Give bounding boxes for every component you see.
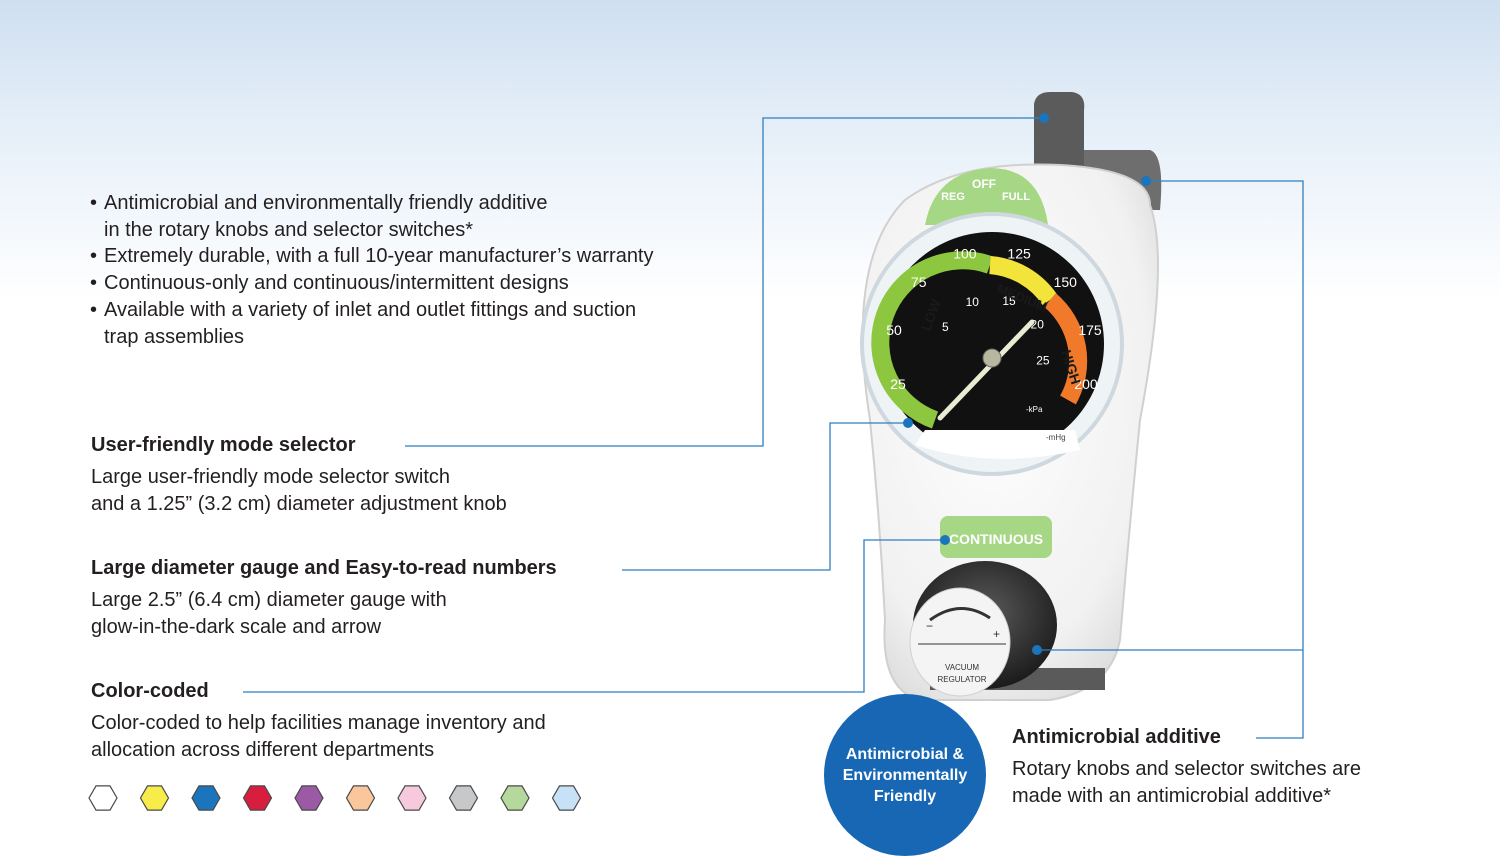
badge-line: Antimicrobial & — [845, 745, 965, 763]
color-swatch-hexagon — [345, 785, 376, 811]
selector-off-label: OFF — [972, 177, 996, 191]
feature-title: User-friendly mode selector — [91, 434, 356, 456]
knob-label-line1: VACUUM — [945, 663, 979, 672]
feature-title: Large diameter gauge and Easy-to-read nu… — [91, 557, 557, 579]
callout-dot — [1141, 176, 1151, 186]
color-swatch-hexagon — [88, 785, 118, 811]
gauge-outer-tick-label: 75 — [911, 274, 927, 290]
bullet-item: •Antimicrobial and environmentally frien… — [90, 192, 548, 214]
gauge-inner-tick-label: 25 — [1036, 354, 1050, 368]
knob-plus-label: + — [993, 627, 1000, 641]
color-swatches — [88, 785, 582, 811]
feature-description: Color-coded to help facilities manage in… — [91, 712, 546, 761]
gauge-outer-tick-label: 100 — [953, 246, 977, 262]
unit-mmhg-label: -mHg — [1046, 433, 1066, 442]
feature-title: Antimicrobial additive — [1012, 726, 1221, 748]
selector-reg-label: REG — [941, 191, 965, 203]
bullet-item: •Extremely durable, with a full 10-year … — [90, 245, 654, 268]
gauge-outer-tick-label: 175 — [1078, 322, 1102, 338]
gauge-window — [915, 430, 1080, 459]
callout-line-antimicrobial — [1146, 180, 1304, 739]
color-swatch-hexagon — [551, 785, 582, 811]
gauge-inner-tick-label: 15 — [1002, 294, 1016, 308]
callout-dot — [903, 418, 913, 428]
gauge-outer-tick-label: 125 — [1007, 246, 1031, 262]
vacuum-regulator-device: OFF REG FULL 25 50 75 100 125 150 175 200 5 10 15… — [860, 92, 1162, 701]
feature-title: Color-coded — [91, 680, 209, 702]
gauge-outer-tick-label: 150 — [1054, 274, 1078, 290]
callout-line-color-coded — [243, 539, 945, 693]
knob-minus-label: − — [926, 619, 933, 633]
badge-line: Environmentally — [842, 766, 968, 784]
bullet-item-continuation: in the rotary knobs and selector switche… — [104, 218, 474, 241]
color-swatch-hexagon — [397, 785, 427, 811]
callout-lines — [243, 117, 1304, 739]
color-swatch-hexagon — [294, 785, 324, 811]
mode-plate — [940, 516, 1052, 558]
gauge-inner-tick-label: 10 — [966, 295, 980, 309]
callout-line-gauge — [622, 422, 908, 571]
gauge-inner-tick-label: 5 — [942, 320, 949, 334]
color-swatch-hexagon — [139, 785, 170, 811]
gauge-outer-tick-label: 25 — [890, 376, 906, 392]
mode-plate-label: CONTINUOUS — [949, 531, 1043, 547]
gauge-zone-low — [871, 251, 993, 429]
gauge-zone-high — [1043, 293, 1088, 405]
bullet-item: •Available with a variety of inlet and o… — [90, 298, 637, 321]
gauge-outer-scale: 25 50 75 100 125 150 175 200 — [886, 246, 1102, 393]
gauge-zone-medium — [988, 256, 1058, 306]
brand-swoosh-icon — [929, 607, 991, 622]
feature-antimicrobial: Antimicrobial additive Rotary knobs and … — [1012, 724, 1482, 809]
gauge-outer-tick-label: 50 — [886, 322, 902, 338]
mode-selector-switch[interactable] — [925, 168, 1048, 225]
color-swatch-hexagon — [500, 785, 530, 811]
callout-line-mode-selector — [405, 117, 1044, 447]
feature-description: Large user-friendly mode selector switch… — [91, 466, 507, 515]
bullet-item-continuation: trap assemblies — [104, 325, 245, 348]
color-swatch-hexagon — [448, 785, 479, 811]
knob-label-line2: REGULATOR — [937, 675, 986, 684]
badge-line: Friendly — [873, 787, 937, 805]
color-swatch-hexagon — [191, 785, 221, 811]
feature-bullet-list: •Antimicrobial and environmentally frien… — [90, 190, 730, 350]
needle-hub — [982, 348, 1002, 368]
feature-mode-selector: User-friendly mode selector Large user-f… — [91, 432, 691, 517]
gauge-outer-tick-label: 200 — [1074, 376, 1098, 392]
gauge-needle — [937, 319, 1035, 421]
bullet-item: •Continuous-only and continuous/intermit… — [90, 272, 569, 295]
antimicrobial-badge: Antimicrobial & Environmentally Friendly — [824, 694, 986, 856]
feature-gauge: Large diameter gauge and Easy-to-read nu… — [91, 555, 691, 640]
selector-full-label: FULL — [1002, 191, 1030, 203]
unit-kpa-label: -kPa — [1026, 405, 1043, 414]
color-swatch-hexagon — [242, 785, 273, 811]
callout-dots — [903, 113, 1151, 655]
callout-dot — [1032, 645, 1042, 655]
feature-color-coded: Color-coded Color-coded to help faciliti… — [91, 678, 691, 763]
callout-dot — [940, 535, 950, 545]
callout-dot — [1039, 113, 1049, 123]
